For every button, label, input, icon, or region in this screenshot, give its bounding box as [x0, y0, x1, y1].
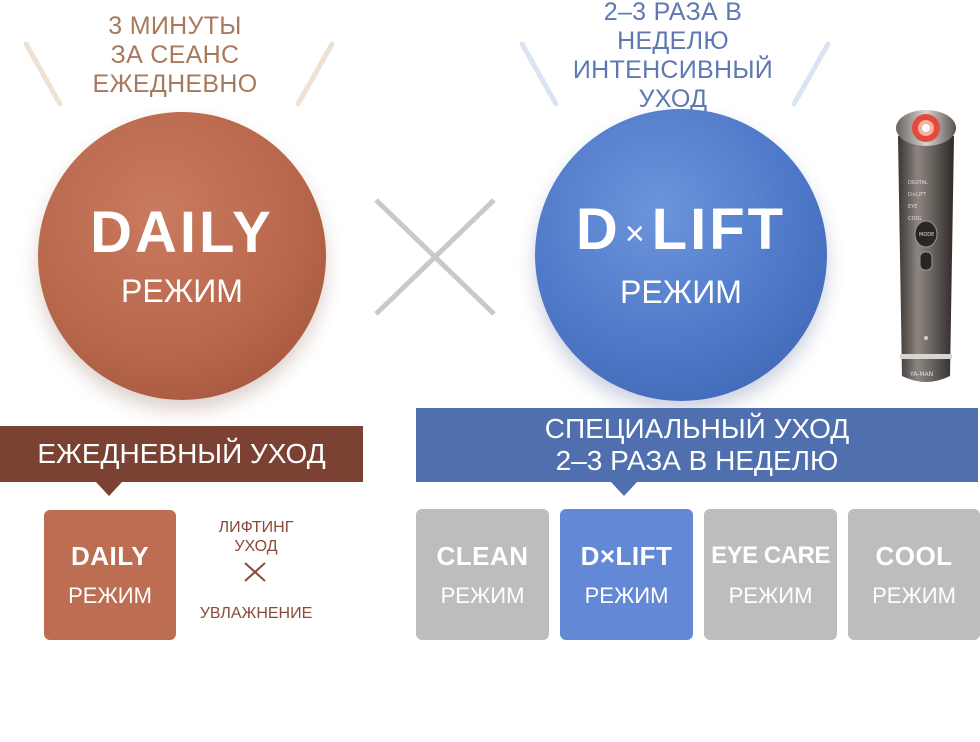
daily-banner: ЕЖЕДНЕВНЫЙ УХОД [0, 426, 363, 482]
tile-cool-mode: COOL РЕЖИМ [848, 509, 980, 640]
decorative-slashes [23, 41, 831, 107]
tile-daily-mode: DAILY РЕЖИМ [44, 510, 176, 640]
daily-banner-text: ЕЖЕДНЕВНЫЙ УХОД [37, 438, 326, 469]
tile-dlift-subtitle: РЕЖИМ [584, 582, 669, 608]
device-label-cool: COOL [908, 216, 922, 222]
combo-lifting: ЛИФТИНГ УХОД [218, 519, 294, 555]
tile-dlift-mode: D×LIFT РЕЖИМ [560, 509, 693, 640]
dlift-circle-subtitle: РЕЖИМ [620, 273, 742, 310]
device-label-dlift: D×LIFT [908, 192, 927, 198]
device-label-eye: EYE [908, 204, 917, 210]
tile-eyecare-mode: EYE CARE РЕЖИМ [704, 509, 837, 640]
daily-caption: 3 МИНУТЫ ЗА СЕАНС ЕЖЕДНЕВНО [92, 12, 258, 98]
tile-eyecare-subtitle: РЕЖИМ [728, 582, 813, 608]
dlift-banner: СПЕЦИАЛЬНЫЙ УХОД 2–3 РАЗА В НЕДЕЛЮ [416, 408, 978, 482]
daily-mode-circle: DAILY РЕЖИМ [38, 112, 326, 400]
device-image: DIGITAL D×LIFT EYE COOL MODE YA-MAN [896, 110, 956, 382]
dlift-mode-circle: D×LIFT РЕЖИМ [535, 109, 827, 401]
tile-cool-subtitle: РЕЖИМ [872, 582, 956, 608]
device-mode-button-label: MODE [919, 232, 934, 238]
daily-combo: ЛИФТИНГ УХОД УВЛАЖНЕНИЕ [186, 510, 326, 640]
daily-circle-title: DAILY [90, 200, 274, 265]
dlift-caption: 2–3 РАЗА В НЕДЕЛЮ ИНТЕНСИВНЫЙ УХОД [572, 0, 774, 113]
dlift-banner-line2: 2–3 РАЗА В НЕДЕЛЮ [555, 445, 839, 476]
tile-daily-subtitle: РЕЖИМ [68, 583, 152, 608]
device-brand: YA-MAN [909, 371, 933, 378]
device-label-digital: DIGITAL [908, 180, 928, 186]
tile-clean-mode: CLEAN РЕЖИМ [416, 509, 549, 640]
tile-daily-title: DAILY [70, 541, 150, 571]
dlift-circle-title-times: × [624, 214, 648, 253]
dlift-circle-title-d: D [575, 197, 621, 263]
combo-moisture: УВЛАЖНЕНИЕ [199, 605, 313, 622]
cross-icon [374, 198, 496, 316]
dlift-banner-pointer [611, 482, 637, 496]
tile-clean-title: CLEAN [436, 540, 529, 571]
cross-icon [244, 562, 266, 582]
tile-dlift-title: D×LIFT [580, 540, 673, 571]
tile-cool-title: COOL [875, 540, 953, 571]
daily-banner-pointer [96, 482, 122, 496]
dlift-circle-title: D×LIFT [576, 198, 786, 266]
tile-clean-subtitle: РЕЖИМ [440, 582, 525, 608]
dlift-banner-line1: СПЕЦИАЛЬНЫЙ УХОД [544, 413, 850, 444]
dlift-circle-title-lift: LIFT [651, 197, 787, 263]
tile-eyecare-title: EYE CARE [711, 541, 830, 569]
daily-circle-subtitle: РЕЖИМ [121, 273, 243, 309]
